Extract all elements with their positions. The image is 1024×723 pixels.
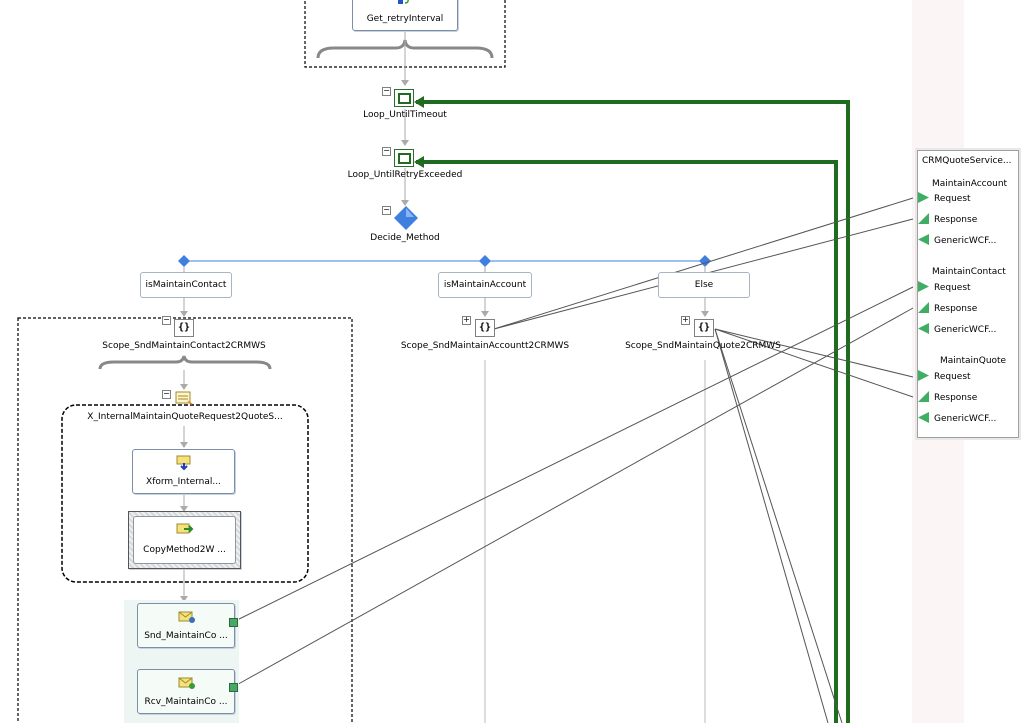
fault-arrow-icon xyxy=(918,323,929,334)
fault-arrow-icon xyxy=(918,234,929,245)
collapse-toggle[interactable]: − xyxy=(162,315,171,325)
loop-icon[interactable] xyxy=(394,149,414,167)
port-row-fault[interactable]: GenericWCF... xyxy=(918,234,996,248)
branch-else[interactable]: Else xyxy=(658,272,750,298)
send-label: Snd_MaintainCo ... xyxy=(144,631,228,641)
message-assignment-icon xyxy=(176,522,194,536)
construct-message-icon[interactable] xyxy=(175,390,195,406)
scope-contact-label: Scope_SndMaintainContact2CRMWS xyxy=(102,341,266,351)
loop-until-retry-exceeded-label: Loop_UntilRetryExceeded xyxy=(347,170,463,180)
port-row-request[interactable]: Request xyxy=(918,192,971,206)
operation-maintain-quote: MaintainQuote xyxy=(940,356,1007,366)
branch-is-maintain-contact[interactable]: isMaintainContact xyxy=(140,272,232,298)
construct-message-label: X_InternalMaintainQuoteRequest2QuoteS... xyxy=(87,412,283,422)
port-row-response[interactable]: Response xyxy=(918,302,977,316)
get-retry-interval-label: Get_retryInterval xyxy=(366,14,444,24)
contact-scope-border xyxy=(17,317,353,723)
decide-method-label: Decide_Method xyxy=(370,233,440,243)
expand-toggle[interactable]: + xyxy=(681,315,690,325)
expression-icon xyxy=(398,0,410,5)
xform-shape[interactable]: Xform_Internal... xyxy=(132,449,235,494)
fault-arrow-icon xyxy=(918,412,929,423)
construct-message-border xyxy=(61,404,309,583)
port-crm-quote-service[interactable]: CRMQuoteService... MaintainAccount Reque… xyxy=(917,150,1019,438)
receive-label: Rcv_MaintainCo ... xyxy=(144,697,228,707)
port-row-request[interactable]: Request xyxy=(918,281,971,295)
copy-method-label: CopyMethod2W ... xyxy=(143,545,226,555)
branch-is-maintain-account[interactable]: isMaintainAccount xyxy=(438,272,532,298)
port-row-response[interactable]: Response xyxy=(918,391,977,405)
response-arrow-icon xyxy=(918,213,929,224)
loop-icon[interactable] xyxy=(394,89,414,107)
collapse-toggle[interactable]: − xyxy=(382,86,391,96)
request-arrow-icon xyxy=(918,281,929,292)
port-row-request[interactable]: Request xyxy=(918,370,971,384)
get-retry-interval-shape[interactable]: Get_retryInterval xyxy=(352,0,458,31)
loop-until-timeout-label: Loop_UntilTimeout xyxy=(363,110,447,120)
scope-quote-label: Scope_SndMaintainQuote2CRMWS xyxy=(625,341,781,351)
port-row-fault[interactable]: GenericWCF... xyxy=(918,323,996,337)
send-envelope-icon xyxy=(178,610,196,624)
request-arrow-icon xyxy=(918,192,929,203)
port-row-response[interactable]: Response xyxy=(918,213,977,227)
port-title: CRMQuoteService... xyxy=(922,156,1012,166)
receive-port-connector[interactable] xyxy=(229,683,238,692)
send-shape[interactable]: Snd_MaintainCo ... xyxy=(137,603,235,648)
copy-method-shape[interactable]: CopyMethod2W ... xyxy=(128,511,241,569)
transform-icon xyxy=(176,455,192,471)
scope-icon[interactable]: {} xyxy=(475,319,495,337)
collapse-toggle[interactable]: − xyxy=(162,389,171,399)
response-arrow-icon xyxy=(918,302,929,313)
request-arrow-icon xyxy=(918,370,929,381)
send-port-connector[interactable] xyxy=(229,618,238,627)
receive-shape[interactable]: Rcv_MaintainCo ... xyxy=(137,669,235,714)
decide-diamond-icon[interactable] xyxy=(394,206,418,230)
operation-maintain-account: MaintainAccount xyxy=(932,179,1008,189)
collapse-toggle[interactable]: − xyxy=(382,205,391,215)
scope-icon[interactable]: {} xyxy=(694,319,714,337)
brace-contact xyxy=(98,355,272,370)
receive-envelope-icon xyxy=(178,676,196,690)
scope-icon[interactable]: {} xyxy=(174,319,194,337)
collapse-toggle[interactable]: − xyxy=(382,146,391,156)
xform-label: Xform_Internal... xyxy=(146,477,221,487)
scope-account-label: Scope_SndMaintainAccountt2CRMWS xyxy=(400,341,570,351)
expand-toggle[interactable]: + xyxy=(462,315,471,325)
operation-maintain-contact: MaintainContact xyxy=(932,267,1006,277)
response-arrow-icon xyxy=(918,391,929,402)
port-row-fault[interactable]: GenericWCF... xyxy=(918,412,996,426)
